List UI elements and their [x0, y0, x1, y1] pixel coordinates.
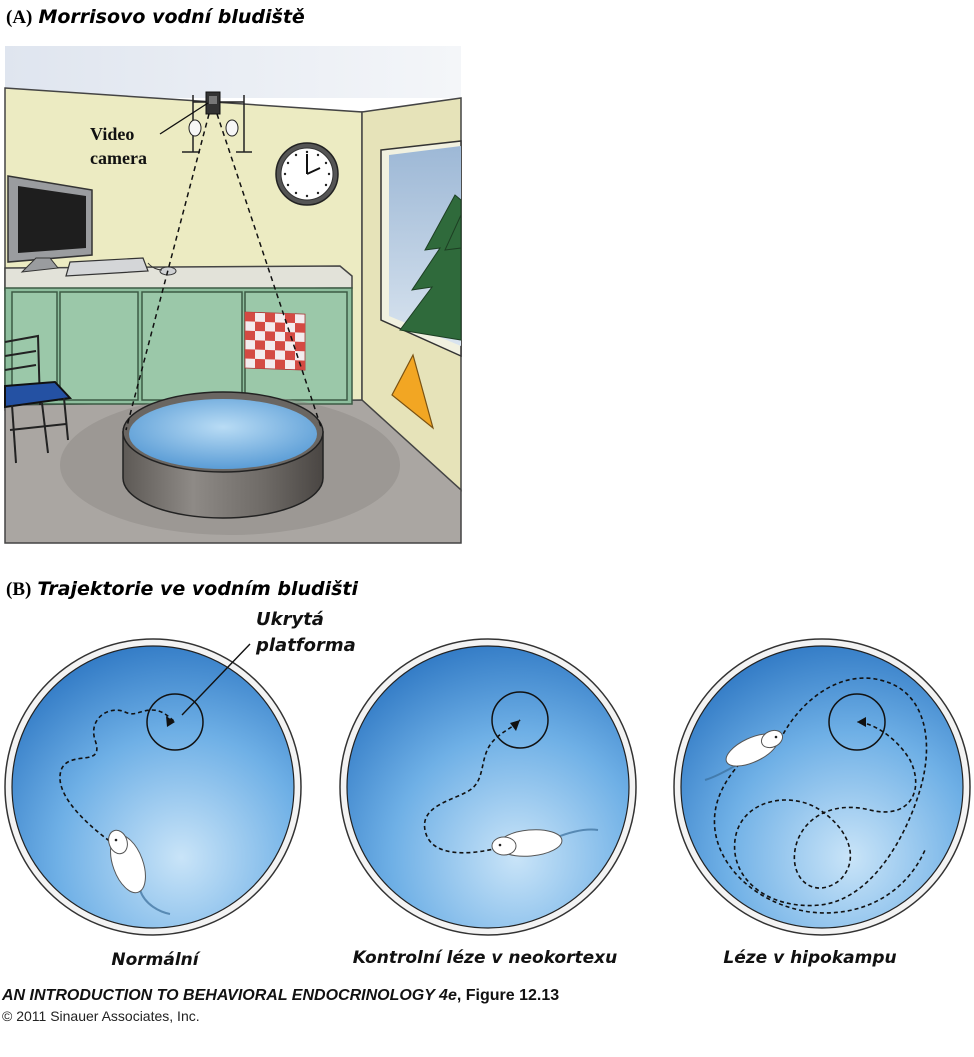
computer-monitor-icon: [7, 175, 93, 273]
rat-icon: [491, 828, 599, 857]
hidden-platform: [491, 691, 549, 749]
video-camera-pointer: [159, 102, 209, 135]
platform-callout: Ukrytá platforma: [256, 607, 356, 659]
keyboard-icon: [65, 257, 149, 277]
hidden-platform: [828, 693, 886, 751]
panel-a-letter: (A): [6, 7, 33, 28]
video-camera-label-line2: camera: [90, 148, 147, 168]
clock-icon: [275, 142, 339, 206]
platform-callout-line: [181, 643, 251, 716]
checkerboard-cue: [244, 311, 306, 371]
path-arrow-icon: [857, 717, 866, 727]
figure-reference: , Figure 12.13: [456, 987, 560, 1004]
lamp-icon: [188, 119, 239, 137]
ceiling: [5, 46, 461, 98]
path-arrow-icon: [166, 716, 175, 727]
pool-neocortex: [339, 638, 637, 936]
caption-neocortex: Kontrolní léze v neokortexu: [352, 948, 618, 968]
book-title: AN INTRODUCTION TO BEHAVIORAL ENDOCRINOL…: [2, 987, 457, 1004]
pool-normal: [4, 638, 302, 936]
caption-normal: Normální: [111, 950, 199, 970]
panel-a-label: (A) Morrisovo vodní bludiště: [6, 6, 305, 29]
mouse-icon: [147, 262, 177, 276]
swim-path: [59, 709, 176, 846]
camera-view-cone: [125, 113, 323, 431]
rat-icon: [108, 829, 171, 915]
footer-title: AN INTRODUCTION TO BEHAVIORAL ENDOCRINOL…: [2, 987, 559, 1005]
hidden-platform: [146, 693, 204, 751]
pool-hippocampus: [673, 638, 971, 936]
panel-a-title: Morrisovo vodní bludiště: [38, 6, 305, 28]
pine-tree-icon: [399, 194, 462, 341]
panel-b-letter: (B): [6, 579, 32, 600]
platform-callout-line2: platforma: [256, 635, 356, 656]
window: [380, 140, 462, 358]
video-camera-icon: [205, 91, 221, 115]
caption-hippocampus: Léze v hipokampu: [723, 948, 897, 968]
copyright-line: © 2011 Sinauer Associates, Inc.: [2, 1008, 200, 1024]
panel-b-title: Trajektorie ve vodním bludišti: [37, 578, 359, 600]
platform-callout-line1: Ukrytá: [256, 609, 324, 630]
panel-b-label: (B) Trajektorie ve vodním bludišti: [6, 578, 358, 601]
swim-path-outer: [713, 734, 926, 914]
water-pool: [122, 391, 324, 519]
chair-icon: [4, 334, 73, 464]
swim-path: [733, 677, 928, 907]
video-camera-label-line1: Video: [90, 124, 135, 144]
path-arrow-icon: [510, 720, 520, 731]
video-camera-label: Video camera: [90, 122, 147, 170]
rat-icon: [704, 729, 784, 781]
triangle-cue: [391, 353, 435, 430]
